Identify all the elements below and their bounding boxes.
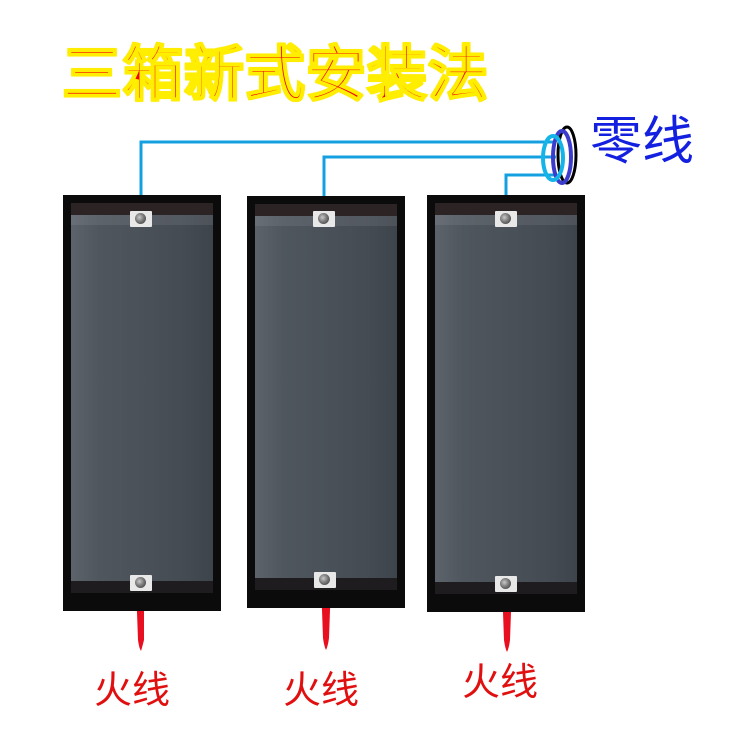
neutral-terminal-icon [495, 211, 517, 227]
panel-top-edge [71, 203, 213, 215]
neutral-terminal-icon [313, 211, 335, 227]
live-wire-label-panel-1: 火线 [94, 668, 171, 712]
heater-panel-3 [427, 195, 585, 612]
neutral-terminal-icon [130, 211, 152, 227]
panel-glass [255, 216, 397, 578]
panel-glass [435, 215, 577, 582]
panel-top-edge [435, 203, 577, 215]
live-wire-panel-2 [321, 594, 331, 650]
heater-panel-2 [247, 196, 405, 608]
diagram-title: 三箱新式安装法 [61, 39, 489, 111]
live-terminal-icon [130, 575, 152, 591]
heater-panel-1 [63, 195, 221, 611]
neutral-wire-panel-1 [139, 140, 556, 211]
neutral-wire-panel-2 [322, 155, 556, 211]
live-terminal-icon [314, 572, 336, 588]
neutral-wire-label: 零线 [590, 112, 695, 172]
live-wire-label-panel-3: 火线 [462, 660, 539, 704]
live-wire-label-panel-2: 火线 [283, 668, 360, 712]
panel-top-edge [255, 204, 397, 216]
neutral-coil-icon [541, 125, 578, 185]
live-terminal-icon [495, 576, 517, 592]
panel-glass [71, 215, 213, 581]
